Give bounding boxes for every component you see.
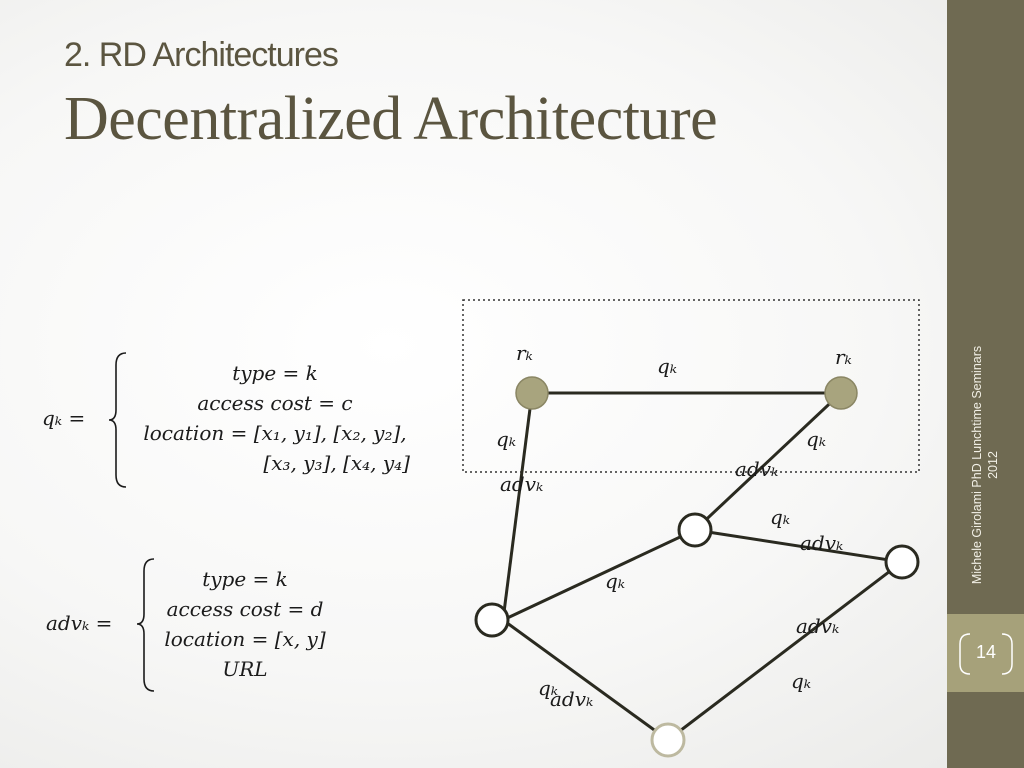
edge-label-left-bottom-adv: advₖ bbox=[550, 687, 593, 711]
adv-line-url: URL bbox=[222, 657, 268, 681]
edge-left-bottom bbox=[502, 618, 669, 742]
edge-label-left-bottom-q: qₖ bbox=[538, 676, 558, 700]
section-title: 2. RD Architectures bbox=[64, 36, 339, 74]
query-line-location-cont: [x₃, y₃], [x₄, y₄] bbox=[263, 451, 410, 475]
page-number: 14 bbox=[975, 642, 997, 662]
adv-definition: advₖ = type = k access cost = d location… bbox=[0, 556, 380, 696]
edge-label-center-right-adv: advₖ bbox=[800, 531, 843, 555]
edge-registry-left bbox=[501, 392, 534, 621]
query-line-location: location = [x₁, y₁], [x₂, y₂], bbox=[143, 421, 407, 445]
registry-node-left bbox=[515, 376, 549, 410]
query-definition: qₖ = type = k access cost = c location =… bbox=[0, 350, 460, 490]
edge-label-center-right-q: qₖ bbox=[770, 505, 790, 529]
query-line-cost: access cost = c bbox=[197, 391, 353, 415]
query-brace bbox=[108, 352, 127, 488]
edge-bottom-right bbox=[667, 560, 903, 742]
adv-line-cost: access cost = d bbox=[166, 597, 324, 621]
edge-label-right-q: qₖ bbox=[806, 427, 826, 451]
adv-line-location: location = [x, y] bbox=[164, 627, 326, 651]
client-node-bottom bbox=[650, 722, 686, 758]
query-line-type: type = k bbox=[232, 361, 318, 385]
client-node-right bbox=[884, 544, 920, 580]
adv-brace bbox=[136, 558, 155, 692]
page-badge-brackets bbox=[959, 633, 1013, 675]
registry-label-left: rₖ bbox=[516, 341, 533, 365]
registry-node-right bbox=[824, 376, 858, 410]
edge-label-left-q: qₖ bbox=[496, 427, 516, 451]
registry-label-right: rₖ bbox=[835, 345, 852, 369]
client-node-center bbox=[677, 512, 713, 548]
edge-label-top-q: qₖ bbox=[657, 354, 677, 378]
network-diagram: rₖ rₖ qₖ qₖ advₖ qₖ advₖ qₖ advₖ qₖ advₖ… bbox=[462, 299, 920, 758]
adv-line-type: type = k bbox=[202, 567, 288, 591]
registry-domain-box bbox=[462, 299, 920, 473]
query-lhs: qₖ = bbox=[42, 406, 86, 430]
client-node-left bbox=[474, 602, 510, 638]
edge-label-left-adv: advₖ bbox=[500, 472, 543, 496]
edge-left-center bbox=[502, 528, 696, 622]
footer-text: Michele Girolami PhD Lunchtime Seminars … bbox=[970, 345, 1000, 585]
edge-center-right bbox=[694, 528, 903, 564]
edge-registry-right bbox=[693, 391, 843, 532]
edge-label-left-center-q: qₖ bbox=[605, 569, 625, 593]
edge-label-bottom-right-adv: advₖ bbox=[796, 614, 839, 638]
adv-lhs: advₖ = bbox=[46, 611, 113, 635]
edge-label-right-adv: advₖ bbox=[735, 457, 778, 481]
slide-title: Decentralized Architecture bbox=[64, 85, 718, 153]
edge-label-bottom-right-q: qₖ bbox=[791, 669, 811, 693]
